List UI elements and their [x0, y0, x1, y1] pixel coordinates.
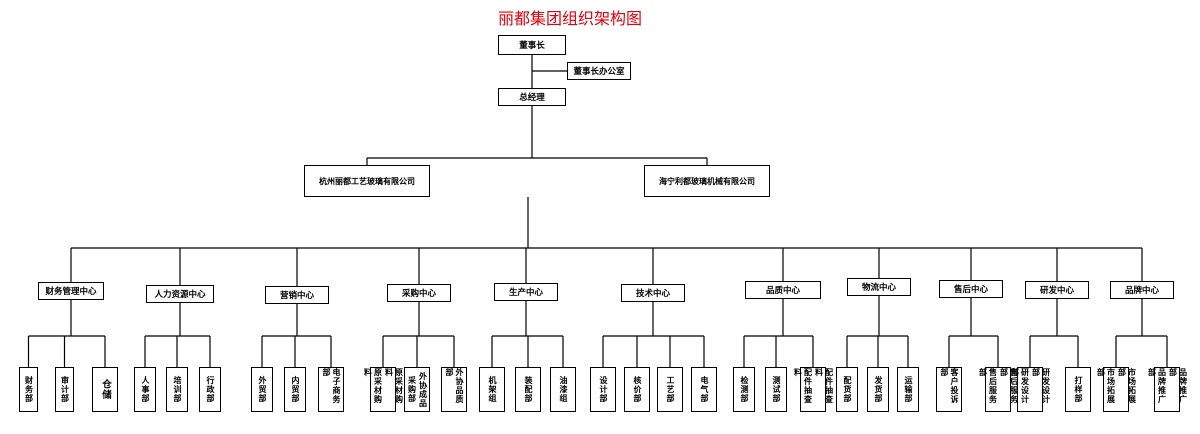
department-label: 审计部 [60, 376, 70, 403]
company-box-hangzhou: 杭州丽都工艺玻璃有限公司 [304, 165, 430, 197]
department-box: 内贸部 [284, 367, 306, 412]
department-label: 采购部 [407, 376, 417, 403]
department-label: 品牌推广部 [1147, 368, 1167, 404]
department-label: 市场拓展部 [1117, 368, 1137, 404]
department-label: 工艺部 [666, 376, 675, 403]
department-label: 装配部 [524, 376, 533, 403]
department-label: 品牌推广部 [1168, 368, 1188, 404]
chart-title: 丽都集团组织架构图 [497, 9, 642, 28]
department-box: 研发设计部研发设计部 [1011, 367, 1051, 412]
department-label: 研发设计部 [1010, 368, 1030, 404]
department-label: 内贸部 [291, 376, 300, 403]
department-label: 核价部 [633, 376, 642, 403]
department-label: 行政部 [206, 376, 215, 403]
center-box: 品牌中心 [1110, 281, 1174, 299]
department-box: 电子商务部 [318, 367, 344, 412]
department-label: 市场拓展部 [1096, 368, 1116, 404]
general-manager-box: 总经理 [498, 88, 566, 106]
department-box: 外贸部 [251, 367, 273, 412]
department-label: 油漆组 [559, 376, 568, 403]
department-label: 外协品质部 [445, 368, 464, 404]
department-box: 测试部 [765, 367, 787, 412]
department-label: 培训部 [173, 376, 182, 403]
center-box: 研发中心 [1025, 281, 1089, 299]
department-label: 售后服务部 [978, 368, 998, 404]
department-label: 外贸部 [258, 376, 267, 403]
department-box: 机架组 [479, 367, 505, 412]
department-label: 人事部 [141, 376, 150, 403]
department-box: 设计部 [590, 367, 616, 412]
chairman-office-box: 董事长办公室 [567, 62, 631, 80]
department-label: 打样部 [1074, 376, 1083, 403]
department-box: 油漆组 [550, 367, 576, 412]
department-label: 财务部 [24, 376, 34, 403]
company-box-haining: 海宁利都玻璃机械有限公司 [644, 165, 770, 197]
department-label: 设计部 [599, 376, 608, 403]
department-label: 研发设计部 [1031, 368, 1051, 404]
center-box: 营销中心 [265, 286, 329, 304]
department-box: 审计部 [55, 367, 74, 412]
department-label: 售后服务部 [999, 368, 1019, 404]
department-box: 财务部 [19, 367, 38, 412]
department-box: 培训部 [166, 367, 188, 412]
department-box: 配件抽查料配件抽查料 [794, 367, 834, 412]
center-box: 人力资源中心 [146, 285, 214, 303]
department-box: 行政部 [199, 367, 221, 412]
department-box: 售后服务部售后服务部 [979, 367, 1019, 412]
department-box: 外协成品采购部 [404, 367, 430, 412]
center-box: 生产中心 [494, 283, 558, 301]
center-box: 物流中心 [847, 278, 911, 296]
department-box: 原采材购料原采材购料 [364, 367, 404, 412]
department-box: 打样部 [1065, 367, 1091, 412]
department-label: 仓储 [100, 379, 111, 400]
center-box: 售后中心 [939, 280, 1003, 298]
department-box: 外协品质部 [441, 367, 467, 412]
department-label: 检测部 [740, 376, 749, 403]
center-box: 技术中心 [621, 284, 685, 302]
department-box: 检测部 [733, 367, 755, 412]
department-label: 客户投诉部 [940, 368, 959, 404]
department-box: 运输部 [897, 367, 919, 412]
department-box: 仓储 [92, 367, 118, 412]
center-box: 品质中心 [745, 281, 821, 299]
department-label: 运输部 [904, 376, 913, 403]
department-label: 外协成品 [418, 371, 428, 408]
chairman-box: 董事长 [498, 35, 566, 55]
department-label: 配件抽查料 [814, 368, 834, 404]
department-box: 配货部 [836, 367, 858, 412]
department-label: 配件抽查料 [793, 368, 813, 404]
department-box: 装配部 [515, 367, 541, 412]
department-box: 品牌推广部品牌推广部 [1148, 367, 1188, 412]
department-box: 客户投诉部 [936, 367, 962, 412]
department-box: 核价部 [624, 367, 650, 412]
department-box: 发货部 [867, 367, 889, 412]
department-label: 测试部 [772, 376, 781, 403]
department-box: 人事部 [134, 367, 156, 412]
department-label: 电气部 [700, 376, 709, 403]
department-label: 电子商务部 [322, 368, 341, 404]
department-box: 市场拓展部市场拓展部 [1097, 367, 1137, 412]
department-box: 工艺部 [657, 367, 683, 412]
department-label: 配货部 [843, 376, 852, 403]
department-box: 电气部 [691, 367, 717, 412]
department-label: 原采材购料 [363, 368, 383, 404]
center-box: 财务管理中心 [38, 282, 104, 300]
center-box: 采购中心 [387, 284, 451, 302]
department-label: 原采材购料 [384, 368, 404, 404]
department-label: 发货部 [874, 376, 883, 403]
department-label: 机架组 [488, 376, 497, 403]
